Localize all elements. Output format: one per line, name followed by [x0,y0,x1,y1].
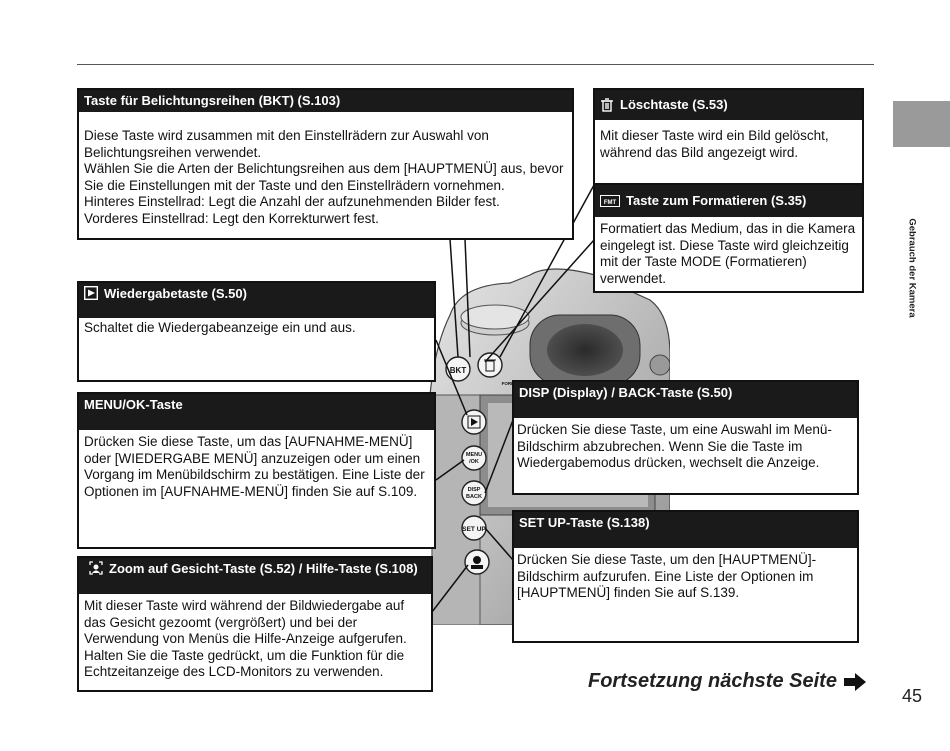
format-title: Taste zum Formatieren (S.35) [626,193,807,208]
face-zoom-title: Zoom auf Gesicht-Taste (S.52) / Hilfe-Ta… [109,561,418,576]
playback-body: Schaltet die Wiedergabeanzeige ein und a… [84,320,356,335]
format-section: FMT Taste zum Formatieren (S.35) Formati… [593,183,864,293]
playback-title: Wiedergabetaste (S.50) [104,286,247,301]
disp-button-label-2: BACK [466,494,482,500]
disp-body: Drücken Sie diese Taste, um eine Auswahl… [517,422,832,470]
playback-header: Wiedergabetaste (S.50) [79,283,434,318]
disp-title: DISP (Display) / BACK-Taste (S.50) [514,382,857,418]
format-icon: FMT [600,195,620,207]
disp-section: DISP (Display) / BACK-Taste (S.50) Drück… [512,380,859,495]
setup-section: SET UP-Taste (S.138) Drücken Sie diese T… [512,510,859,643]
delete-body: Mit dieser Taste wird ein Bild gelöscht,… [600,128,829,160]
continue-text: Fortsetzung nächste Seite [588,670,837,692]
menu-button-label-2: /OK [469,459,479,465]
delete-title: Löschtaste (S.53) [620,97,728,112]
continue-next-page[interactable]: Fortsetzung nächste Seite [588,670,867,693]
menu-button-label: MENU [466,452,482,458]
format-body: Formatiert das Medium, das in die Kamera… [600,221,856,286]
setup-title: SET UP-Taste (S.138) [514,512,857,548]
face-zoom-header: Zoom auf Gesicht-Taste (S.52) / Hilfe-Ta… [79,558,431,594]
menu-section: MENU/OK-Taste Drücken Sie diese Taste, u… [77,392,436,549]
trash-icon [601,98,613,112]
bkt-body: Diese Taste wird zusammen mit den Einste… [84,128,564,226]
menu-title: MENU/OK-Taste [79,394,434,430]
play-icon [84,286,98,300]
top-rule [77,64,874,65]
setup-body: Drücken Sie diese Taste, um den [HAUPTME… [517,552,817,600]
face-zoom-body: Mit dieser Taste wird während der Bildwi… [84,598,407,679]
playback-section: Wiedergabetaste (S.50) Schaltet die Wied… [77,281,436,382]
format-header: FMT Taste zum Formatieren (S.35) [595,185,862,217]
setup-button-label: SET UP [462,526,486,533]
svg-text:FMT: FMT [604,200,617,206]
bkt-section: Taste für Belichtungsreihen (BKT) (S.103… [77,88,574,240]
bkt-title: Taste für Belichtungsreihen (BKT) (S.103… [79,90,572,112]
delete-header: Löschtaste (S.53) [595,90,862,120]
delete-section: Löschtaste (S.53) Mit dieser Taste wird … [593,88,864,186]
bkt-button-label: BKT [450,366,467,375]
page-number: 45 [902,686,923,706]
face-zoom-icon [89,561,103,575]
disp-button-label: DISP [468,487,481,493]
menu-body: Drücken Sie diese Taste, um das [AUFNAHM… [84,434,425,499]
face-zoom-section: Zoom auf Gesicht-Taste (S.52) / Hilfe-Ta… [77,556,433,692]
arrow-right-icon [843,672,866,691]
chapter-tab [893,101,950,147]
